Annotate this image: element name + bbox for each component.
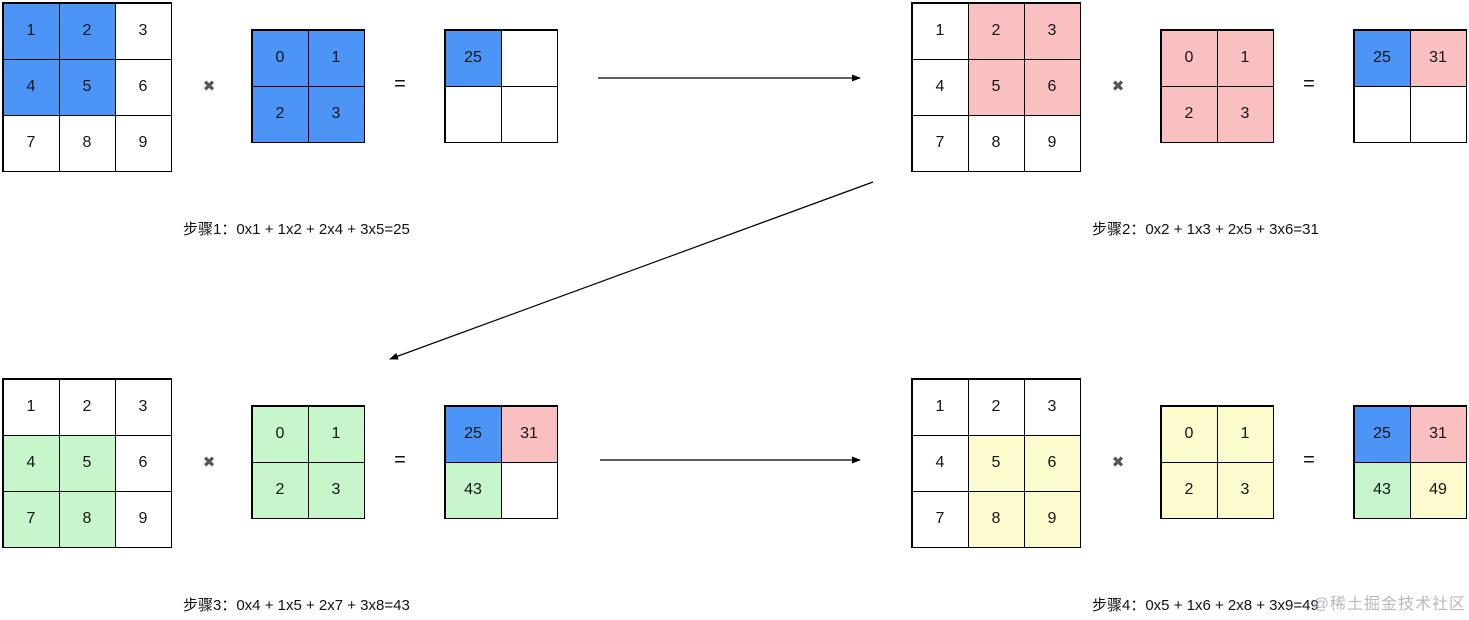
multiply-icon: ✖: [1111, 454, 1125, 471]
matrix-cell: 7: [912, 115, 968, 171]
matrix-cell: 25: [445, 406, 501, 462]
matrix-cell: 4: [912, 435, 968, 491]
equals-sign: =: [1303, 448, 1315, 471]
matrix-cell: 9: [1024, 115, 1080, 171]
matrix-cell: 0: [252, 30, 308, 86]
matrix-cell: 8: [968, 491, 1024, 547]
matrix-cell: 2: [59, 3, 115, 59]
matrix-cell: 8: [59, 491, 115, 547]
matrix-cell: 5: [968, 59, 1024, 115]
matrix-cell: 2: [59, 379, 115, 435]
equals-sign: =: [1303, 72, 1315, 95]
matrix-cell: [501, 86, 557, 142]
matrix-cell: 1: [912, 3, 968, 59]
matrix-cell: 1: [1217, 30, 1273, 86]
multiply-icon: ✖: [202, 78, 216, 95]
matrix-cell: 31: [1410, 406, 1466, 462]
matrix-cell: 3: [1024, 379, 1080, 435]
matrix-cell: 5: [59, 59, 115, 115]
matrix-cell: 6: [1024, 59, 1080, 115]
matrix-cell: 4: [3, 435, 59, 491]
matrix-cell: 1: [3, 379, 59, 435]
equals-sign: =: [394, 448, 406, 471]
matrix-cell: 0: [252, 406, 308, 462]
matrix-cell: 3: [308, 86, 364, 142]
multiply-icon: ✖: [202, 454, 216, 471]
matrix-cell: 2: [968, 3, 1024, 59]
matrix-cell: 8: [968, 115, 1024, 171]
matrix-cell: 7: [3, 491, 59, 547]
matrix-cell: [1410, 86, 1466, 142]
matrix-cell: 31: [501, 406, 557, 462]
matrix-cell: 25: [1354, 406, 1410, 462]
matrix-cell: 8: [59, 115, 115, 171]
matrix-cell: 9: [115, 491, 171, 547]
step-1-label: 步骤1：0x1 + 1x2 + 2x4 + 3x5=25: [183, 221, 410, 238]
matrix-cell: 43: [1354, 462, 1410, 518]
equals-sign: =: [394, 72, 406, 95]
matrix-cell: [445, 86, 501, 142]
matrix-cell: 4: [3, 59, 59, 115]
watermark: @稀土掘金技术社区: [1312, 596, 1466, 613]
matrix-cell: 0: [1161, 406, 1217, 462]
matrix-cell: 2: [1161, 462, 1217, 518]
matrix-cell: 1: [912, 379, 968, 435]
matrix-cell: 5: [968, 435, 1024, 491]
matrix-cell: 6: [115, 435, 171, 491]
matrix-cell: 0: [1161, 30, 1217, 86]
matrix-cell: 3: [115, 379, 171, 435]
matrix-cell: 43: [445, 462, 501, 518]
output-matrix: 25: [444, 29, 558, 143]
matrix-cell: 1: [3, 3, 59, 59]
matrix-cell: 1: [308, 30, 364, 86]
matrix-cell: 2: [968, 379, 1024, 435]
matrix-cell: 1: [308, 406, 364, 462]
matrix-cell: 3: [115, 3, 171, 59]
matrix-cell: 25: [1354, 30, 1410, 86]
step-2-label: 步骤2：0x2 + 1x3 + 2x5 + 3x6=31: [1092, 221, 1319, 238]
matrix-cell: 2: [252, 462, 308, 518]
matrix-cell: 25: [445, 30, 501, 86]
step-4-label: 步骤4：0x5 + 1x6 + 2x8 + 3x9=49: [1092, 597, 1319, 614]
step-3-label: 步骤3：0x4 + 1x5 + 2x7 + 3x8=43: [183, 597, 410, 614]
matrix-cell: 7: [3, 115, 59, 171]
matrix-cell: 9: [1024, 491, 1080, 547]
matrix-cell: [501, 30, 557, 86]
matrix-cell: [1354, 86, 1410, 142]
matrix-cell: 9: [115, 115, 171, 171]
matrix-cell: 4: [912, 59, 968, 115]
matrix-cell: 49: [1410, 462, 1466, 518]
matrix-cell: 2: [1161, 86, 1217, 142]
multiply-icon: ✖: [1111, 78, 1125, 95]
matrix-cell: 3: [308, 462, 364, 518]
matrix-cell: 6: [1024, 435, 1080, 491]
matrix-cell: 2: [252, 86, 308, 142]
matrix-cell: 6: [115, 59, 171, 115]
matrix-cell: 1: [1217, 406, 1273, 462]
matrix-cell: 5: [59, 435, 115, 491]
matrix-cell: 7: [912, 491, 968, 547]
matrix-cell: 3: [1217, 86, 1273, 142]
matrix-cell: 31: [1410, 30, 1466, 86]
matrix-cell: 3: [1217, 462, 1273, 518]
matrix-cell: 3: [1024, 3, 1080, 59]
matrix-cell: [501, 462, 557, 518]
